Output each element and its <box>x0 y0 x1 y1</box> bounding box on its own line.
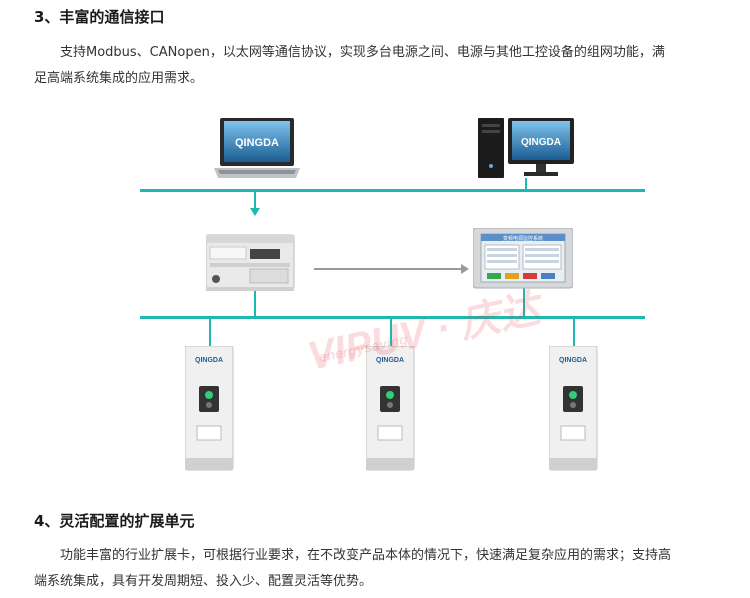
section-4-paragraph: 功能丰富的行业扩展卡，可根据行业要求，在不改变产品本体的情况下，快速满足复杂应用… <box>34 543 724 595</box>
inverter-3-logo: QINGDA <box>559 357 587 364</box>
section-4-heading: 4、灵活配置的扩展单元 <box>34 512 195 530</box>
inverter-3-icon: QINGDA <box>548 345 599 476</box>
top-bus-line <box>140 189 645 192</box>
section-4-line-1: 功能丰富的行业扩展卡，可根据行业要求，在不改变产品本体的情况下，快速满足复杂应用… <box>60 548 672 563</box>
section-3-line-2: 足高端系统集成的应用需求。 <box>34 71 204 86</box>
inverter-2-drop <box>390 318 392 346</box>
plc-bus-drop <box>254 290 256 317</box>
bottom-bus-line <box>140 316 645 319</box>
plc-controller-icon <box>205 231 296 297</box>
desktop-pc-icon: QINGDA <box>478 116 576 186</box>
inverter-1-icon: QINGDA <box>184 345 235 476</box>
inverter-2-icon: QINGDA <box>365 345 416 476</box>
pc-screen-logo: QINGDA <box>521 137 561 148</box>
hmi-bus-drop <box>523 285 525 317</box>
inverter-1-logo: QINGDA <box>195 357 223 364</box>
inverter-3-drop <box>573 318 575 346</box>
inverter-1-drop <box>209 318 211 346</box>
section-3-line-1: 支持Modbus、CANopen，以太网等通信协议，实现多台电源之间、电源与其他… <box>60 45 665 60</box>
hmi-screen-title: 变频电源监控系统 <box>503 235 543 242</box>
plc-to-hmi-arrow <box>314 264 469 274</box>
inverter-2-logo: QINGDA <box>376 357 404 364</box>
section-3-heading: 3、丰富的通信接口 <box>34 8 165 26</box>
laptop-icon: QINGDA <box>212 116 302 186</box>
arrow-down-icon <box>250 208 260 216</box>
hmi-touch-panel-icon: 变频电源监控系统 <box>472 227 574 294</box>
laptop-screen-logo: QINGDA <box>235 137 279 149</box>
section-3-paragraph: 支持Modbus、CANopen，以太网等通信协议，实现多台电源之间、电源与其他… <box>34 40 724 92</box>
section-4-line-2: 端系统集成，具有开发周期短、投入少、配置灵活等优势。 <box>34 574 373 589</box>
laptop-bus-drop <box>254 191 256 209</box>
pc-bus-drop <box>525 178 527 190</box>
